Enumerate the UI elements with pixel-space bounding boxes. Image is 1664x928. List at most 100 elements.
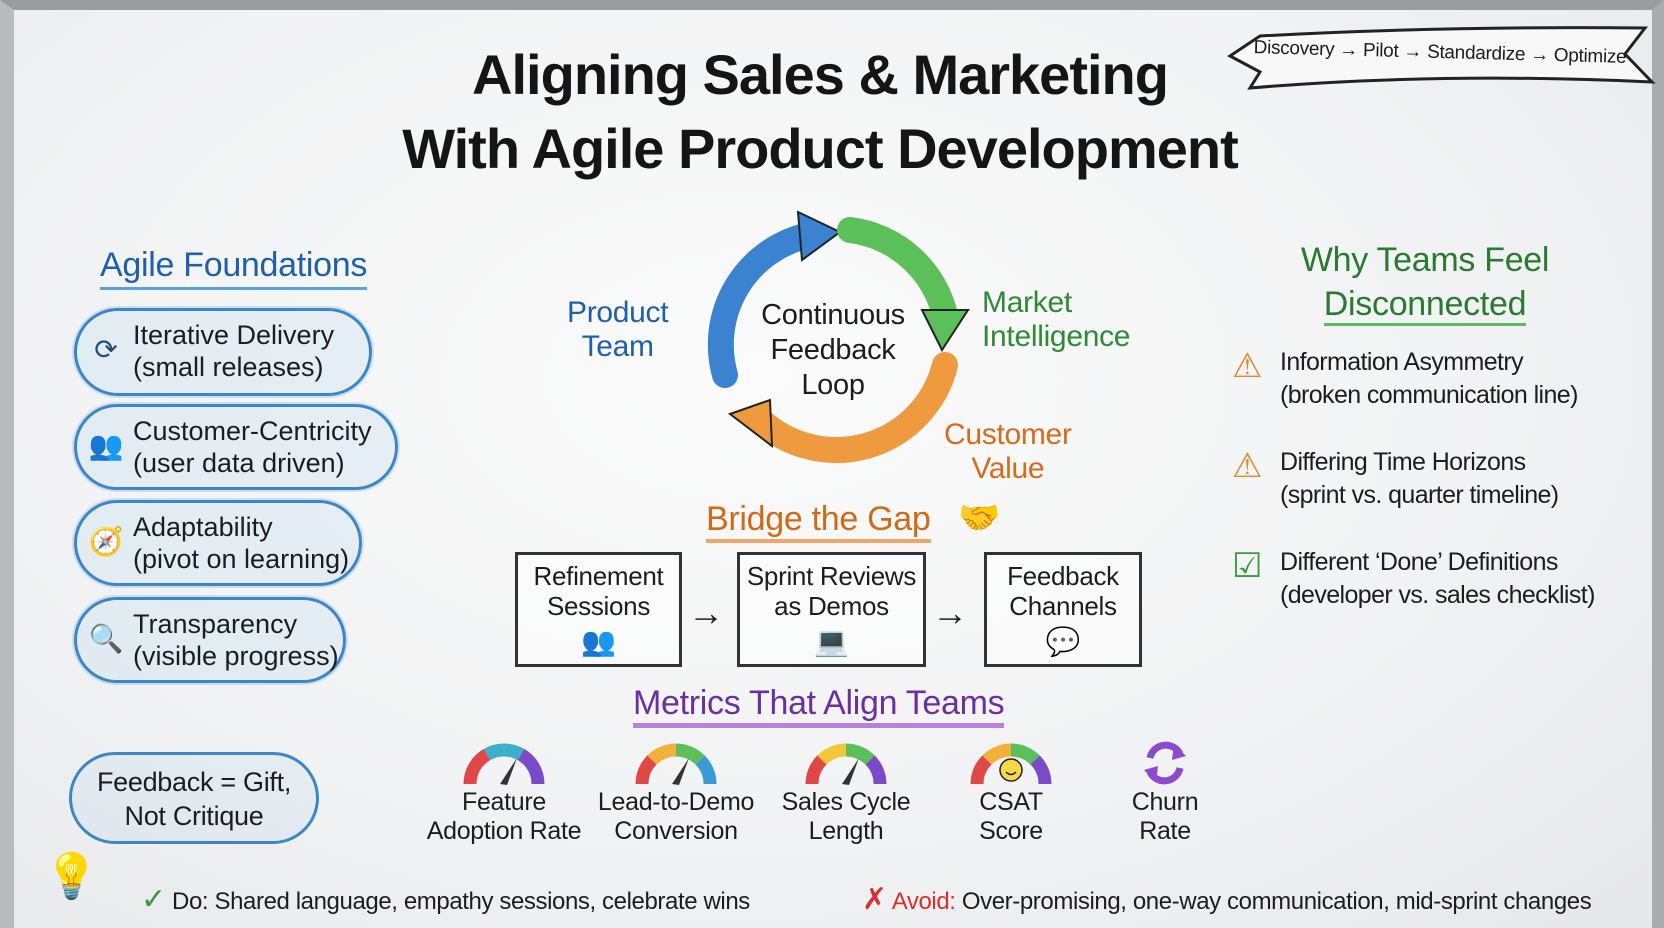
metric-label: Score (979, 817, 1043, 845)
ribbon-banner (1227, 26, 1656, 90)
gauge-segment (1030, 755, 1052, 785)
label-line: Customer (944, 418, 1072, 451)
foundation-sub: (user data driven) (133, 448, 345, 478)
gauge-segment (483, 743, 525, 761)
customer-value-label: Customer Value (944, 418, 1072, 486)
cycle-center-line: Feedback (770, 334, 896, 366)
foundation-title: Iterative Delivery (133, 320, 335, 350)
foundation-customer-centricity: 👥 Customer-Centricity(user data driven) (74, 404, 398, 490)
product-team-label: Product Team (567, 296, 669, 364)
why-title: Different ‘Done’ Definitions (1280, 548, 1558, 576)
gauge-segment (647, 743, 677, 765)
metric-label: Feature (461, 788, 547, 816)
cycle-arrow-orange (747, 352, 958, 463)
step-line: Sessions (546, 591, 651, 621)
step-line: as Demos (774, 591, 889, 621)
step-line: Feedback (1007, 561, 1119, 591)
foundation-sub: (small releases) (133, 352, 324, 382)
foundation-transparency: 🔍 Transparency(visible progress) (74, 597, 346, 683)
metric-label: Sales Cycle (781, 788, 911, 816)
cycle-arrowhead-orange (727, 398, 774, 449)
foundation-sub: (pivot on learning) (133, 544, 350, 574)
gauge-segment (805, 755, 827, 785)
arrow-right-icon: → (688, 592, 724, 633)
gauge-segment (970, 755, 992, 785)
step-line: Sprint Reviews (746, 561, 917, 591)
handshake-icon: 🤝 (958, 499, 1001, 537)
cycle-center-line: Continuous (761, 299, 905, 331)
users-icon: 👥 (88, 430, 124, 461)
gauge-needle (672, 758, 689, 785)
cycle-center-line: Loop (801, 369, 865, 401)
why-sub: (broken communication line) (1280, 381, 1578, 409)
avoid-label: Avoid: (891, 888, 956, 915)
foundation-iterative-delivery: ⟳ Iterative Delivery(small releases) (74, 308, 372, 396)
why-disconnected-heading: Why Teams Feel Disconnected (1260, 238, 1590, 326)
cycle-arrow-blue (707, 222, 823, 388)
bridge-the-gap-heading: Bridge the Gap (706, 500, 931, 543)
checkmark-icon: ✓ (141, 883, 166, 916)
avoid-tips: ✗ Avoid: Over-promising, one-way communi… (862, 882, 1592, 917)
cycle-center-label: Continuous Feedback Loop (735, 298, 931, 403)
foundation-adaptability: 🧭 Adaptability(pivot on learning) (74, 500, 362, 586)
gauge-segment (517, 748, 545, 785)
smiley-gauge-icon (970, 743, 1052, 785)
gauge-segment (817, 743, 847, 765)
label-line: Team (581, 330, 654, 363)
callout-line-1: Feedback = Gift, (96, 767, 292, 797)
gauge-segment (463, 748, 491, 785)
metric-label: Length (808, 817, 884, 845)
foundation-sub: (visible progress) (133, 641, 339, 671)
cross-icon: ✗ (862, 883, 887, 916)
callout-line-2: Not Critique (124, 801, 264, 831)
metric-label: Lead-to-Demo (597, 788, 755, 816)
arrow-right-icon: → (932, 592, 968, 633)
do-label: Do: (172, 888, 209, 915)
foundation-title: Adaptability (133, 512, 273, 542)
refresh-arrows-icon (1144, 741, 1186, 785)
metric-label: Rate (1139, 817, 1191, 845)
heading-line: Why Teams Feel (1300, 241, 1550, 279)
refresh-head (1144, 766, 1158, 782)
page-title: Aligning Sales & Marketing With Agile Pr… (330, 38, 1310, 186)
gauge-needle (842, 758, 859, 785)
title-line-1: Aligning Sales & Marketing (472, 43, 1169, 106)
laptop-icon: 💻 (814, 626, 849, 657)
why-title: Differing Time Horizons (1280, 448, 1526, 476)
gauge-icon (635, 743, 717, 785)
gauge-needle (500, 758, 517, 785)
refresh-head (1172, 744, 1186, 760)
label-line: Market (982, 286, 1072, 319)
gauge-icon (463, 743, 545, 785)
label-line: Product (567, 296, 669, 329)
metric-label: Adoption Rate (426, 817, 582, 845)
chat-bubbles-icon: 💬 (1045, 626, 1081, 657)
gauge-icon (805, 743, 887, 785)
gauge-segment (1010, 743, 1040, 765)
market-intelligence-label: Market Intelligence (982, 286, 1130, 354)
gauge-segment (982, 743, 1012, 765)
step-line: Channels (1009, 591, 1117, 621)
label-line: Value (971, 452, 1045, 485)
agile-foundations-heading: Agile Foundations (100, 246, 367, 290)
smiley-face (999, 758, 1023, 782)
iteration-arrows-icon: ⟳ (94, 334, 118, 365)
cycle-arrowhead-blue (796, 210, 842, 262)
foundation-title: Customer-Centricity (133, 416, 372, 446)
do-text: Shared language, empathy sessions, celeb… (214, 888, 750, 915)
cycle-arrowhead-green (920, 309, 970, 353)
metric-label: Conversion (614, 817, 738, 845)
magnifier-icon: 🔍 (88, 623, 124, 654)
meeting-icon: 👥 (581, 626, 616, 657)
cycle-arrow-green (837, 217, 958, 328)
avoid-text: Over-promising, one-way communication, m… (961, 888, 1592, 915)
metrics-heading: Metrics That Align Teams (633, 684, 1005, 728)
step-line: Refinement (533, 561, 664, 591)
